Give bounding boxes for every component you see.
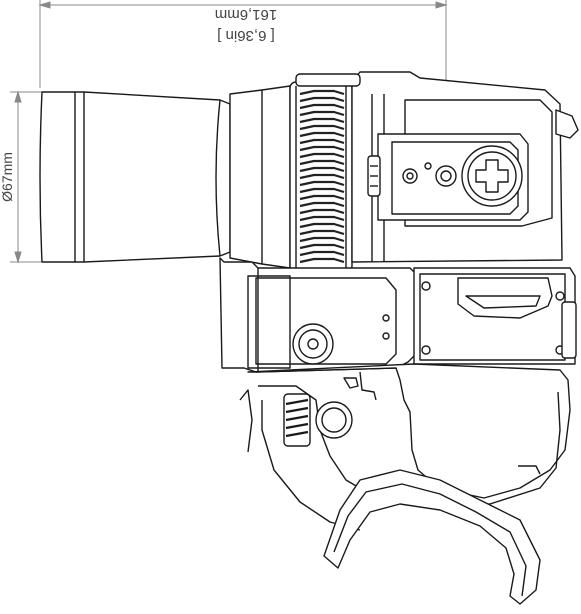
focus-rib	[299, 131, 345, 138]
width-dim-in-label: [ 6,36in ]	[217, 27, 275, 44]
side-panel	[413, 267, 577, 365]
focus-rib	[299, 208, 345, 215]
wrist-strap	[239, 389, 541, 605]
focus-rib	[299, 257, 345, 264]
focus-rib	[299, 145, 345, 152]
dimension-annotations	[10, 0, 448, 264]
lens-barrel	[229, 81, 353, 273]
focus-rib	[299, 110, 345, 117]
focus-rib	[299, 159, 345, 166]
focus-rib	[299, 89, 345, 96]
focus-rib	[299, 194, 345, 201]
camera-body	[39, 71, 579, 605]
lens-hood	[39, 91, 231, 263]
focus-rib	[299, 201, 345, 208]
focus-rib	[299, 96, 345, 103]
focus-rib	[299, 243, 345, 250]
focus-rib	[299, 152, 345, 159]
grip-controls	[283, 393, 353, 447]
focus-rib	[299, 117, 345, 124]
tripod-socket	[435, 165, 457, 187]
focus-rib	[299, 138, 345, 145]
focus-rib	[299, 166, 345, 173]
focus-rib	[299, 236, 345, 243]
lower-body	[219, 257, 421, 373]
tripod-socket-small	[402, 168, 418, 184]
diameter-arrow-bottom	[14, 251, 22, 264]
focus-rib	[299, 180, 345, 187]
diameter-label: Ø67mm	[0, 152, 15, 202]
focus-rib	[299, 229, 345, 236]
diameter-arrow-top	[14, 90, 22, 103]
focus-rib	[299, 103, 345, 110]
width-dim-mm-label: 161,6mm	[215, 6, 278, 23]
handle-cutout	[457, 277, 553, 319]
width-dim-arrow-left	[38, 1, 51, 9]
width-dim-arrow-right	[435, 1, 448, 9]
focus-rib	[299, 250, 345, 257]
focus-ring-grip	[299, 89, 345, 264]
focus-rib	[299, 173, 345, 180]
battery-cover	[461, 145, 523, 207]
focus-rib	[299, 222, 345, 229]
focus-rib	[299, 215, 345, 222]
focus-rib	[299, 187, 345, 194]
focus-rib	[299, 124, 345, 131]
